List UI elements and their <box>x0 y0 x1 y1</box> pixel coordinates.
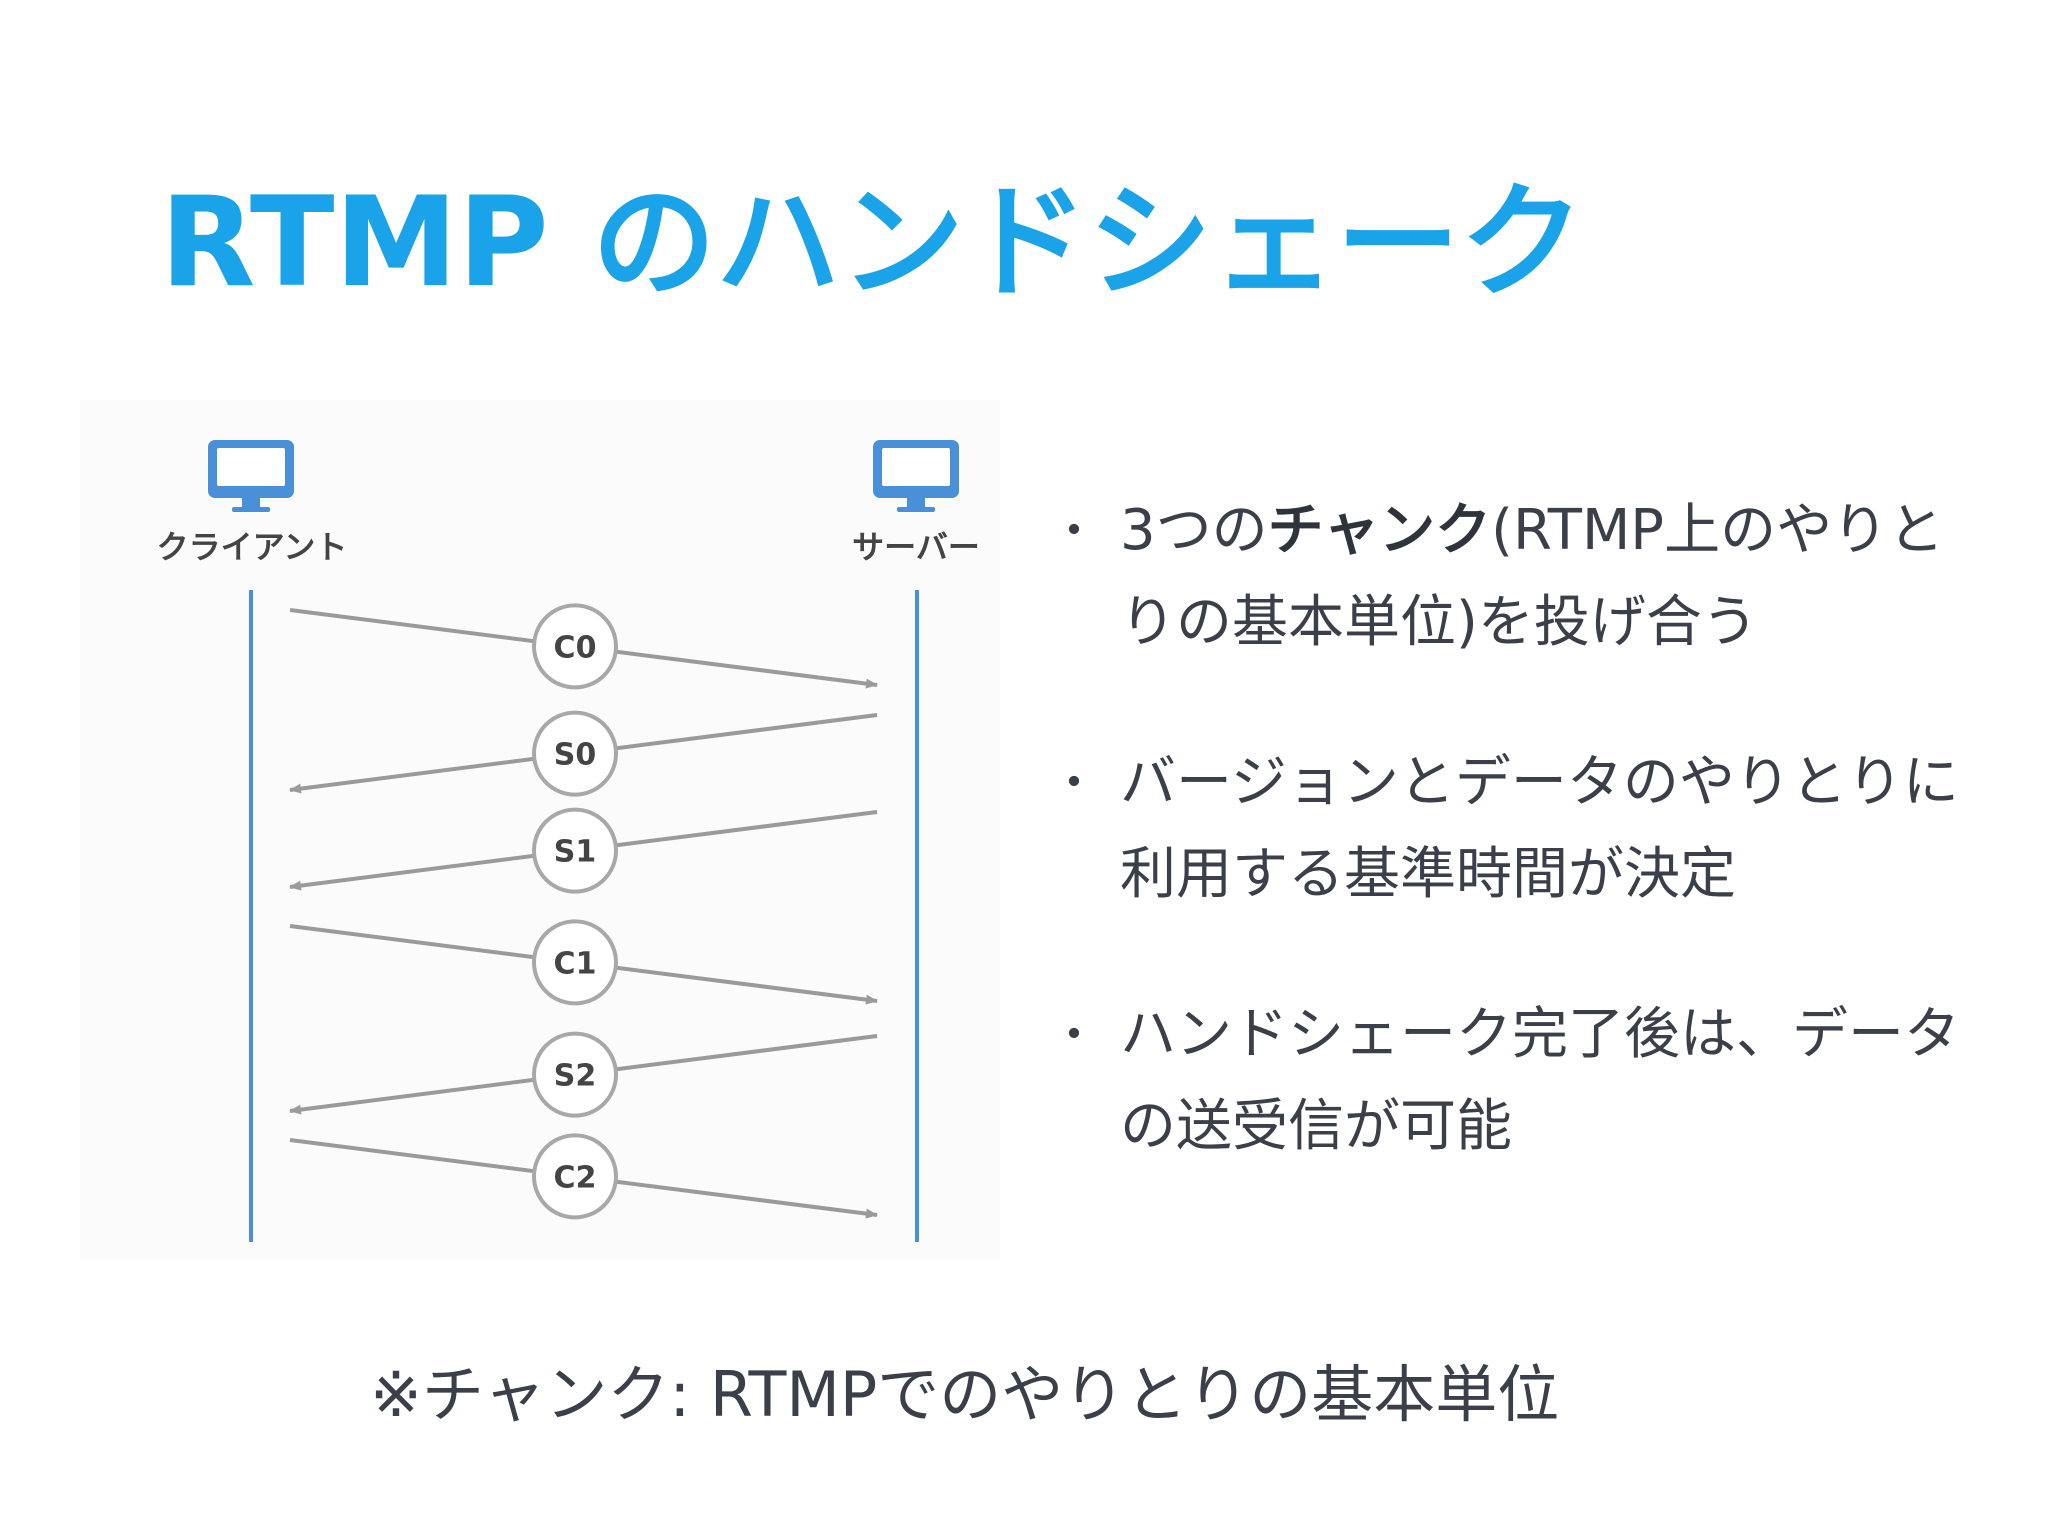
monitor-icon <box>208 440 294 512</box>
message-node-c0 <box>532 603 618 690</box>
bullet-marker: ・ <box>1050 1007 1099 1063</box>
bullet-text: バージョンとデータのやりとりに利用する基準時間が決定 <box>1120 750 1959 907</box>
bullet-marker: ・ <box>1050 503 1099 559</box>
message-label-c1: C1 <box>554 946 597 981</box>
slide-title: RTMP のハンドシェーク <box>160 171 1584 315</box>
footnote: ※チャンク: RTMPでのやりとりの基本単位 <box>370 1358 1560 1431</box>
bullet-text: (RTMP上のやりとりの基本単位)を投げ合う <box>1120 498 1945 655</box>
bullet-item: ・ 3つのチャンク(RTMP上のやりとりの基本単位)を投げ合う <box>1050 485 1990 669</box>
server-label: サーバー <box>852 528 980 566</box>
message-label-s1: S1 <box>554 835 596 870</box>
message-node-s2 <box>532 1031 618 1118</box>
message-node-c1 <box>532 919 618 1006</box>
bullet-text: ハンドシェーク完了後は、データの送受信が可能 <box>1120 1002 1960 1159</box>
message-label-c2: C2 <box>554 1160 597 1195</box>
bullet-text: 3つの <box>1120 498 1268 563</box>
message-label-s2: S2 <box>554 1059 596 1094</box>
message-label-c0: C0 <box>554 630 597 665</box>
bullet-marker: ・ <box>1050 755 1099 811</box>
message-node-s1 <box>532 807 618 894</box>
message-node-c2 <box>532 1133 618 1220</box>
monitor-icon <box>873 440 959 512</box>
bullet-list: ・ 3つのチャンク(RTMP上のやりとりの基本単位)を投げ合う ・ バージョンと… <box>1050 485 1990 1241</box>
client-label: クライアント <box>157 528 348 566</box>
message-label-s0: S0 <box>554 738 596 773</box>
bullet-bold-text: チャンク <box>1267 498 1492 563</box>
bullet-item: ・ バージョンとデータのやりとりに利用する基準時間が決定 <box>1050 737 1990 921</box>
message-node-s0 <box>532 710 618 797</box>
bullet-item: ・ ハンドシェーク完了後は、データの送受信が可能 <box>1050 989 1990 1173</box>
